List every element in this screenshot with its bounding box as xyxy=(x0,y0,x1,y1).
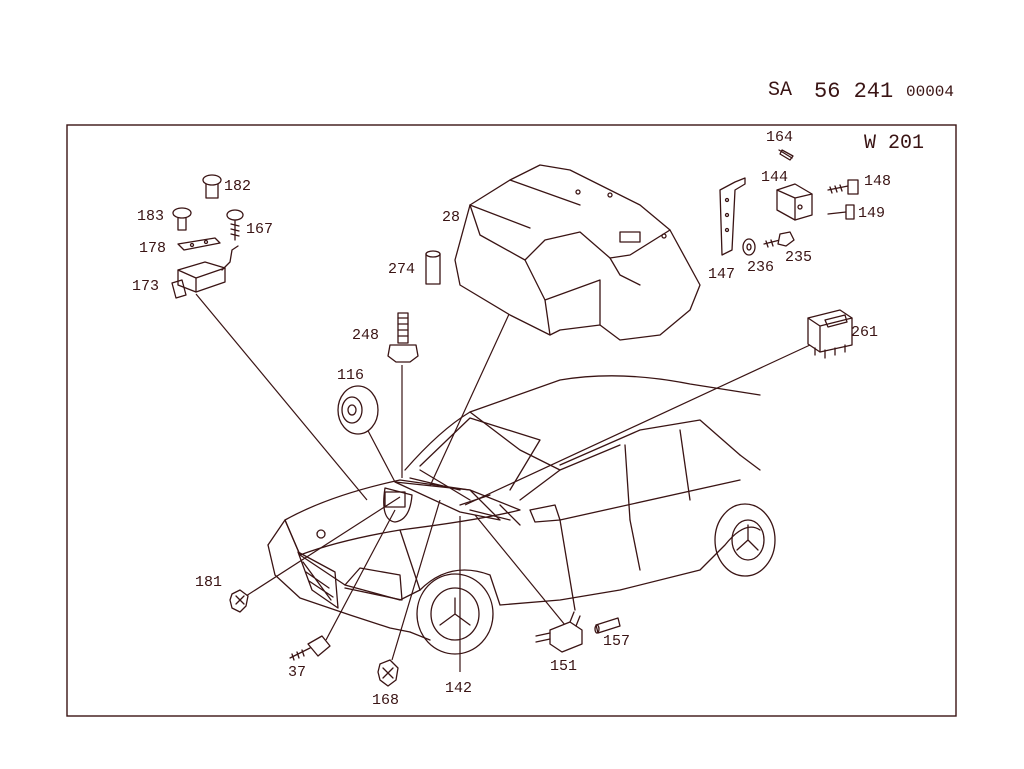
header-prefix: SA xyxy=(768,79,792,102)
part-116-horn xyxy=(337,385,379,435)
label-235: 235 xyxy=(785,249,812,266)
model-label: W 201 xyxy=(864,132,924,155)
label-147: 147 xyxy=(708,266,735,283)
part-144-block xyxy=(776,183,813,221)
part-248-sensor xyxy=(387,312,419,363)
label-28: 28 xyxy=(442,209,460,226)
label-164: 164 xyxy=(766,129,793,146)
label-248: 248 xyxy=(352,327,379,344)
label-168: 168 xyxy=(372,692,399,709)
label-116: 116 xyxy=(337,367,364,384)
part-149-screw xyxy=(827,204,855,220)
part-164-pin xyxy=(778,149,794,161)
part-261-switch xyxy=(807,309,853,359)
part-181-clip xyxy=(229,589,249,613)
part-167-screw xyxy=(226,209,244,241)
label-37: 37 xyxy=(288,664,306,681)
label-183: 183 xyxy=(137,208,164,225)
part-274-sleeve xyxy=(425,250,441,285)
part-148-screw xyxy=(827,179,859,195)
part-147-bracket xyxy=(719,177,746,256)
label-182: 182 xyxy=(224,178,251,195)
label-173: 173 xyxy=(132,278,159,295)
label-142: 142 xyxy=(445,680,472,697)
label-167: 167 xyxy=(246,221,273,238)
label-144: 144 xyxy=(761,169,788,186)
header-number: 56 241 xyxy=(814,79,893,104)
diagram-frame xyxy=(66,124,957,717)
part-173-module xyxy=(171,245,239,299)
car-illustration xyxy=(267,375,776,655)
label-157: 157 xyxy=(603,633,630,650)
label-236: 236 xyxy=(747,259,774,276)
label-261: 261 xyxy=(851,324,878,341)
part-168-clip xyxy=(377,659,399,687)
part-183-screw xyxy=(172,207,192,231)
part-37-connector xyxy=(289,635,331,661)
leader-lines xyxy=(195,293,811,672)
part-labels: 164 144 148 149 147 236 235 261 28 274 1… xyxy=(132,129,891,709)
label-148: 148 xyxy=(864,173,891,190)
header-sheet: 00004 xyxy=(906,83,954,101)
label-149: 149 xyxy=(858,205,885,222)
part-157-fuse xyxy=(594,617,621,634)
part-236-washer xyxy=(742,238,756,256)
label-178: 178 xyxy=(139,240,166,257)
part-151-relay xyxy=(535,611,583,653)
part-178-plate xyxy=(177,237,221,251)
label-181: 181 xyxy=(195,574,222,591)
part-28-cover xyxy=(454,164,701,341)
label-151: 151 xyxy=(550,658,577,675)
label-274: 274 xyxy=(388,261,415,278)
part-235-screw xyxy=(763,231,795,248)
part-182-screw xyxy=(202,174,222,199)
